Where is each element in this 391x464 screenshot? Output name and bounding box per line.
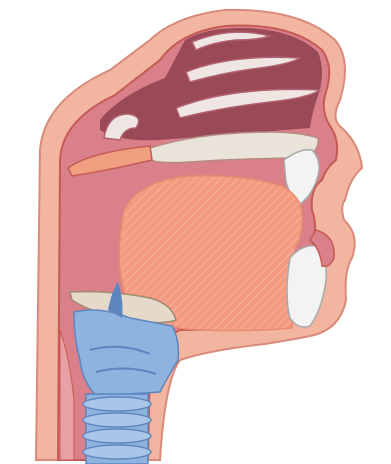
trachea-ring bbox=[83, 413, 151, 427]
trachea bbox=[83, 394, 151, 464]
trachea-ring bbox=[83, 429, 151, 443]
trachea-ring bbox=[83, 445, 151, 459]
trachea-ring bbox=[83, 397, 151, 411]
